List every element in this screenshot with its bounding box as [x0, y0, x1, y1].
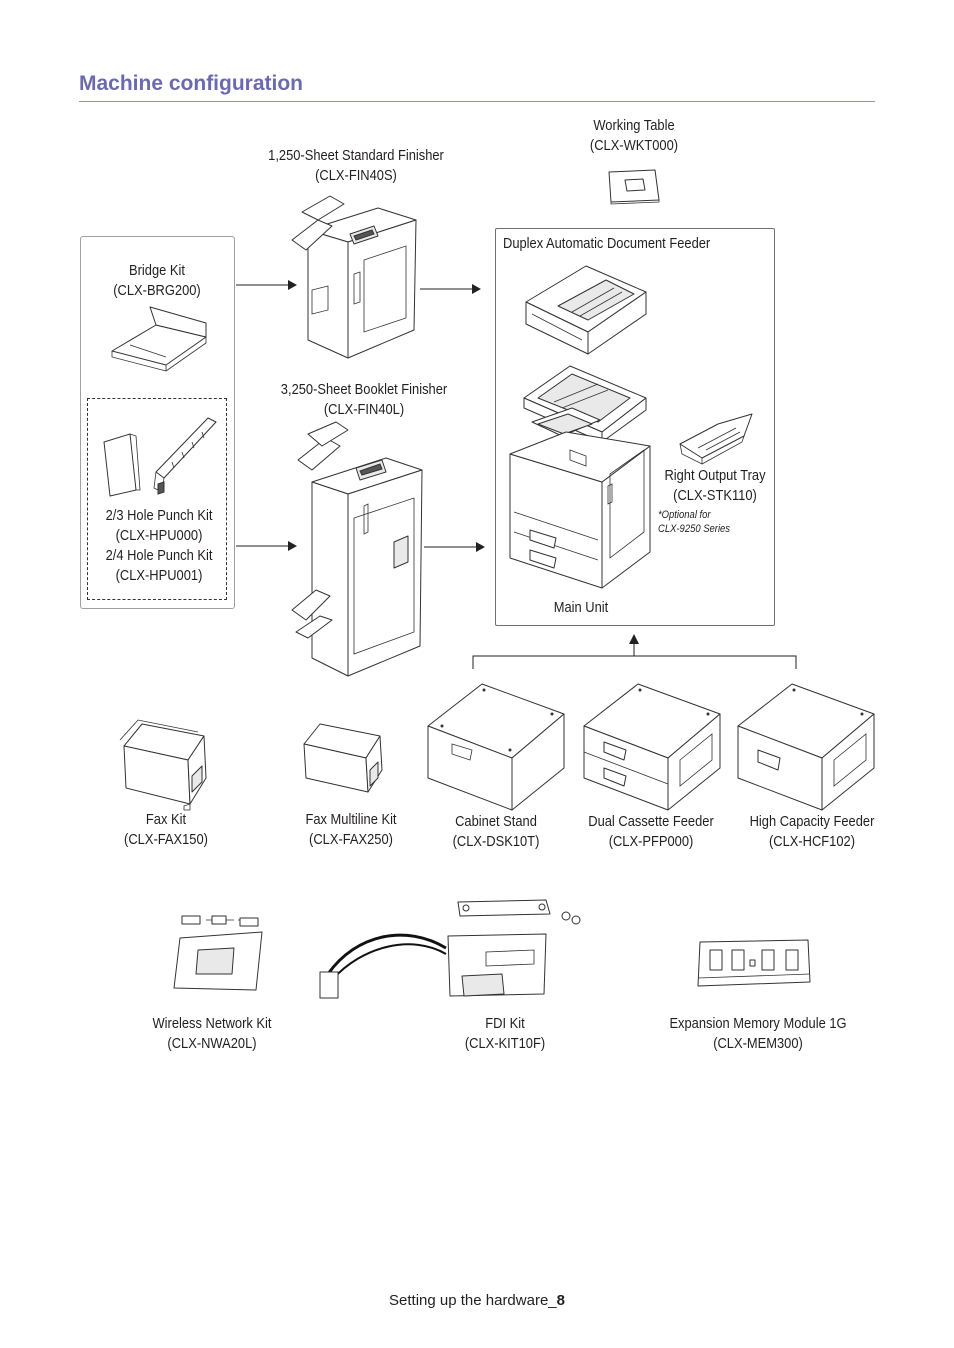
fax-kit-illustration: [119, 719, 207, 811]
working-table-label: Working Table (CLX-WKT000): [589, 117, 679, 154]
title-divider: [79, 101, 875, 102]
cabinet-stand-label: Cabinet Stand (CLX-DSK10T): [452, 813, 540, 850]
footer-section: Setting up the hardware_: [389, 1292, 557, 1309]
page-title: Machine configuration: [79, 72, 304, 95]
wireless-network-kit-illustration: [173, 915, 263, 991]
expansion-memory-illustration: [697, 939, 811, 987]
fax-kit-label: Fax Kit (CLX-FAX150): [124, 811, 208, 848]
main-unit-panel: [495, 228, 775, 626]
left-options-panel: [80, 236, 235, 609]
bridge-kit-illustration: [111, 306, 207, 372]
wireless-network-kit-label: Wireless Network Kit (CLX-NWA20L): [152, 1015, 272, 1052]
footer-page-number: 8: [556, 1292, 565, 1309]
page-footer: Setting up the hardware_8: [0, 1292, 954, 1309]
fax-multiline-kit-illustration: [303, 723, 383, 793]
high-capacity-feeder-illustration: [737, 683, 875, 811]
fdi-kit-illustration: [319, 899, 581, 999]
arrow-std-finisher-to-main: [420, 284, 481, 294]
arrow-booklet-finisher-to-main: [424, 542, 485, 552]
expansion-memory-label: Expansion Memory Module 1G (CLX-MEM300): [669, 1015, 847, 1052]
high-capacity-feeder-label: High Capacity Feeder (CLX-HCF102): [749, 813, 875, 850]
output-tray-label: Right Output Tray (CLX-STK110): [664, 467, 766, 504]
feeder-connector-bracket: [472, 634, 797, 669]
output-tray-illustration: [679, 413, 753, 465]
feeder-label: Duplex Automatic Document Feeder: [503, 235, 711, 252]
document-feeder-illustration: [525, 265, 647, 355]
dual-cassette-feeder-label: Dual Cassette Feeder (CLX-PFP000): [588, 813, 714, 850]
bridge-kit-label: Bridge Kit (CLX-BRG200): [113, 262, 201, 299]
main-unit-illustration: [509, 365, 651, 589]
fdi-kit-label: FDI Kit (CLX-KIT10F): [464, 1015, 546, 1052]
arrow-punch-to-finisher: [236, 541, 297, 551]
arrow-bridge-to-finisher: [236, 280, 297, 290]
standard-finisher-label: 1,250-Sheet Standard Finisher (CLX-FIN40…: [268, 147, 444, 184]
working-table-illustration: [608, 169, 660, 205]
fax-multiline-kit-label: Fax Multiline Kit (CLX-FAX250): [305, 811, 397, 848]
hole-punch-illustration: [103, 417, 217, 497]
hole-punch-dashed-group: [87, 398, 227, 600]
hole-punch-label: 2/3 Hole Punch Kit (CLX-HPU000) 2/4 Hole…: [105, 507, 213, 584]
optional-note: *Optional for CLX-9250 Series: [658, 509, 731, 535]
standard-finisher-illustration: [291, 195, 417, 359]
cabinet-stand-illustration: [427, 683, 565, 811]
booklet-finisher-label: 3,250-Sheet Booklet Finisher (CLX-FIN40L…: [280, 381, 448, 418]
booklet-finisher-illustration: [291, 421, 423, 677]
main-unit-label: Main Unit: [553, 599, 609, 616]
dual-cassette-feeder-illustration: [583, 683, 721, 811]
